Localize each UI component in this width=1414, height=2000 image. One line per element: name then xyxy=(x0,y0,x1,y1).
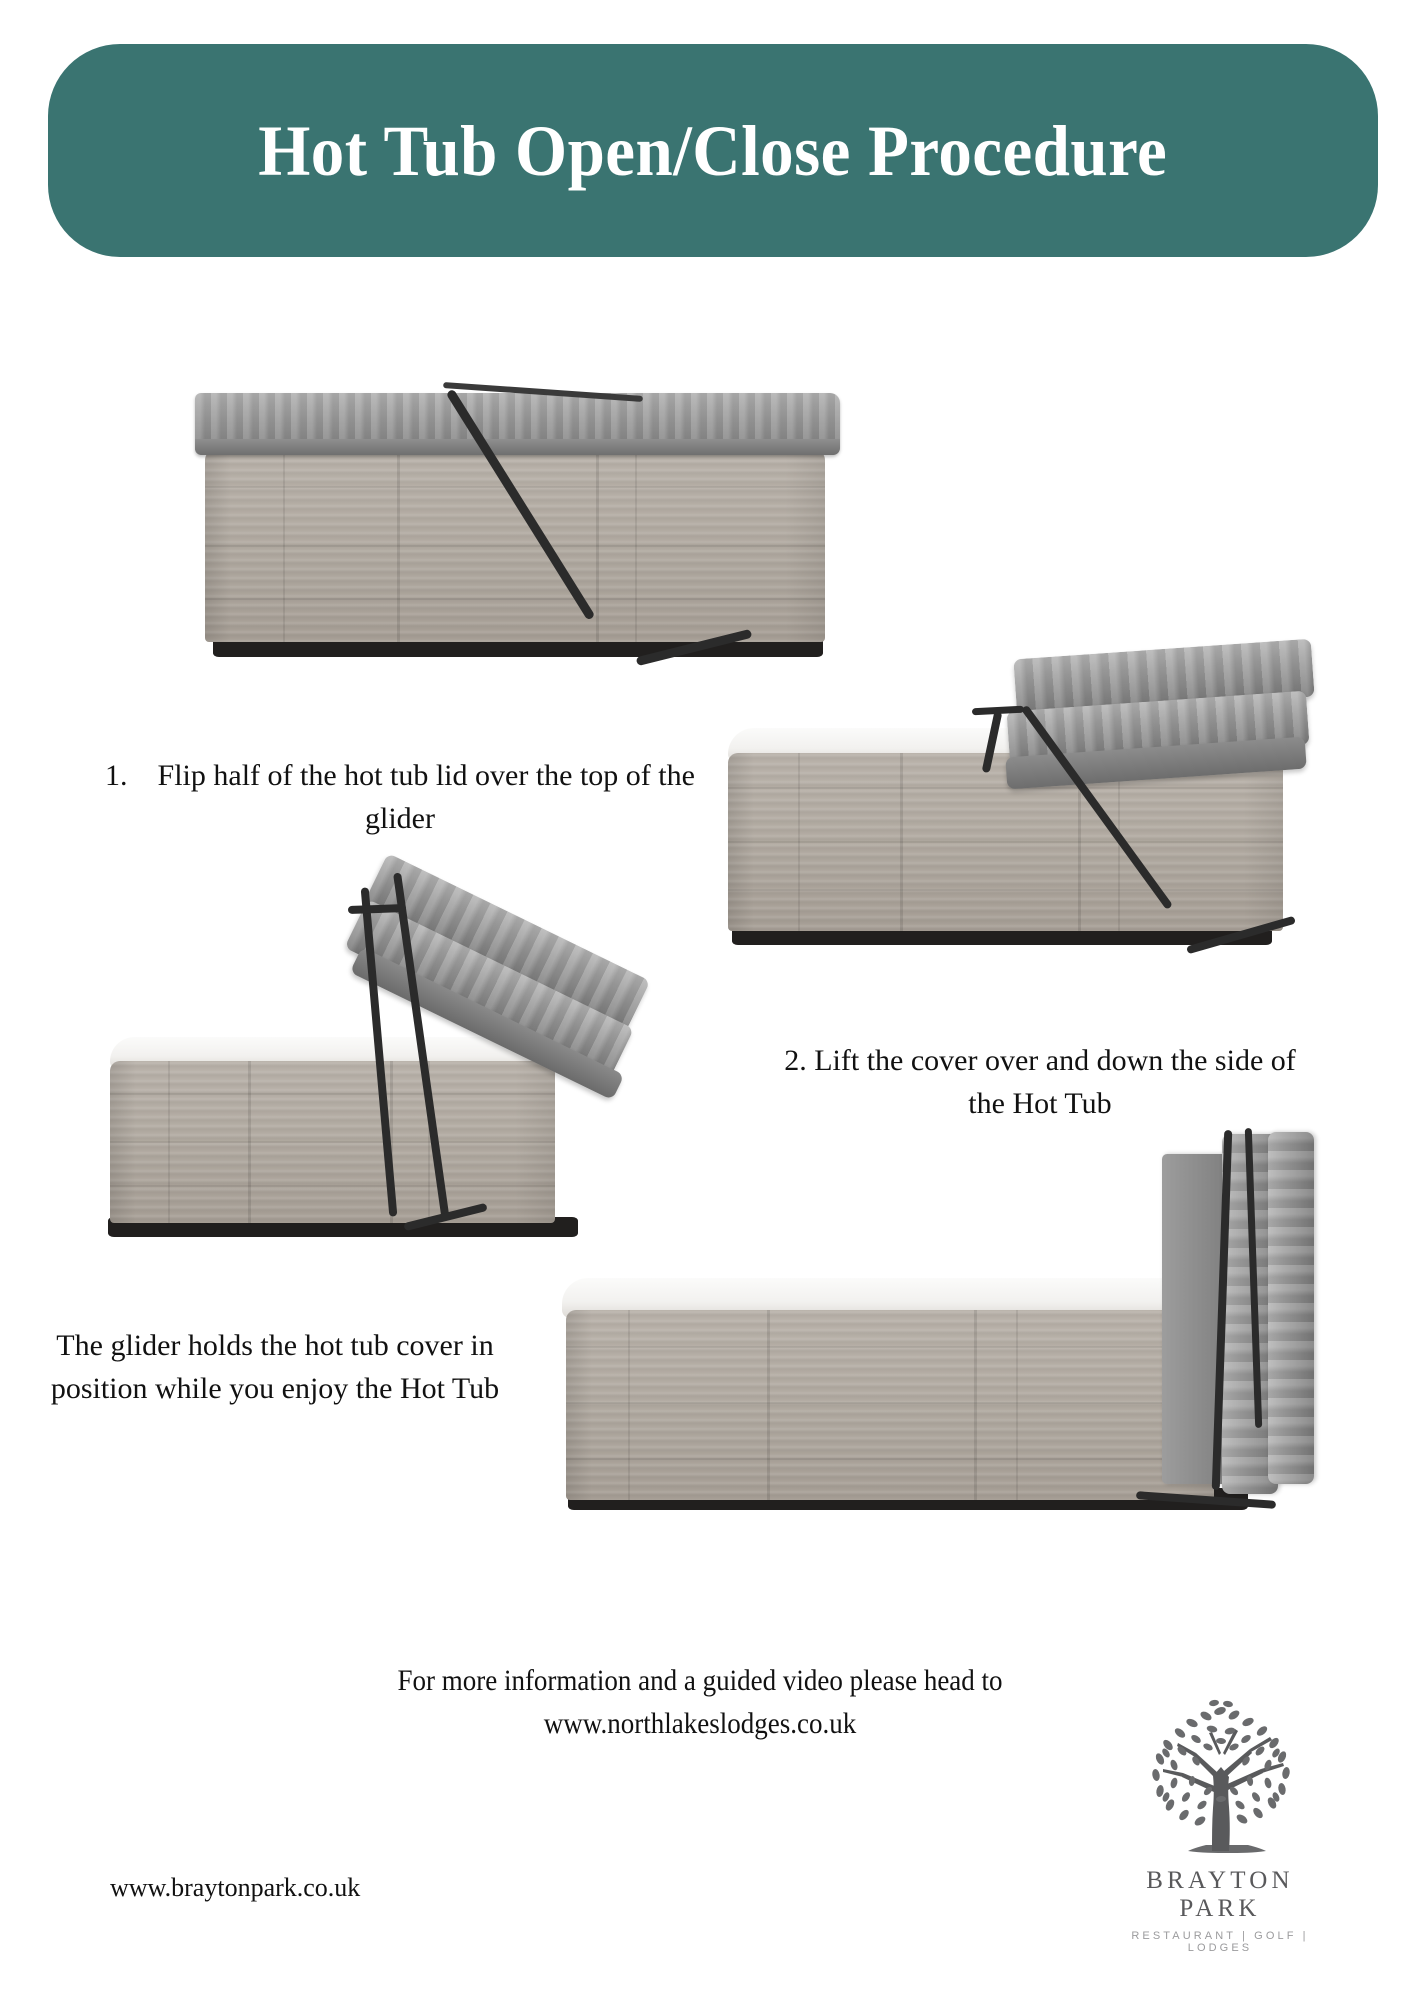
logo-tagline: RESTAURANT | GOLF | LODGES xyxy=(1131,1930,1309,1954)
tub-cover-side-panel-outer xyxy=(1268,1132,1314,1484)
tub-cover-folded xyxy=(195,393,840,455)
tub-cabinet xyxy=(205,450,825,642)
tub-cabinet xyxy=(110,1061,555,1223)
step-3-caption: The glider holds the hot tub cover in po… xyxy=(50,1329,500,1405)
footer-site-url[interactable]: www.braytonpark.co.uk xyxy=(110,1873,361,1902)
illustration-hot-tub-cover-tilting-over-side xyxy=(100,853,760,1250)
illustration-hot-tub-cover-closed-folded-on-glider xyxy=(195,382,840,680)
footer-info-line-2[interactable]: www.northlakeslodges.co.uk xyxy=(543,1706,857,1740)
footer-info: For more information and a guided video … xyxy=(295,1660,1105,1745)
page-header-banner: Hot Tub Open/Close Procedure xyxy=(48,44,1378,257)
page-title: Hot Tub Open/Close Procedure xyxy=(258,110,1168,191)
tub-cabinet xyxy=(728,753,1283,931)
illustration-hot-tub-cover-down-side-open xyxy=(550,1120,1314,1540)
step-1-caption: 1. Flip half of the hot tub lid over the… xyxy=(105,759,695,835)
tree-icon xyxy=(1152,1699,1290,1853)
tub-cabinet xyxy=(566,1310,1214,1500)
footer-info-line-1: For more information and a guided video … xyxy=(397,1664,1003,1697)
illustration-hot-tub-cover-standing-on-glider xyxy=(720,635,1315,965)
logo-wordmark: BRAYTON PARK xyxy=(1146,1867,1294,1922)
step-2-caption: 2. Lift the cover over and down the side… xyxy=(784,1044,1296,1120)
brayton-park-logo: BRAYTON PARK RESTAURANT | GOLF | LODGES xyxy=(1105,1695,1335,1954)
